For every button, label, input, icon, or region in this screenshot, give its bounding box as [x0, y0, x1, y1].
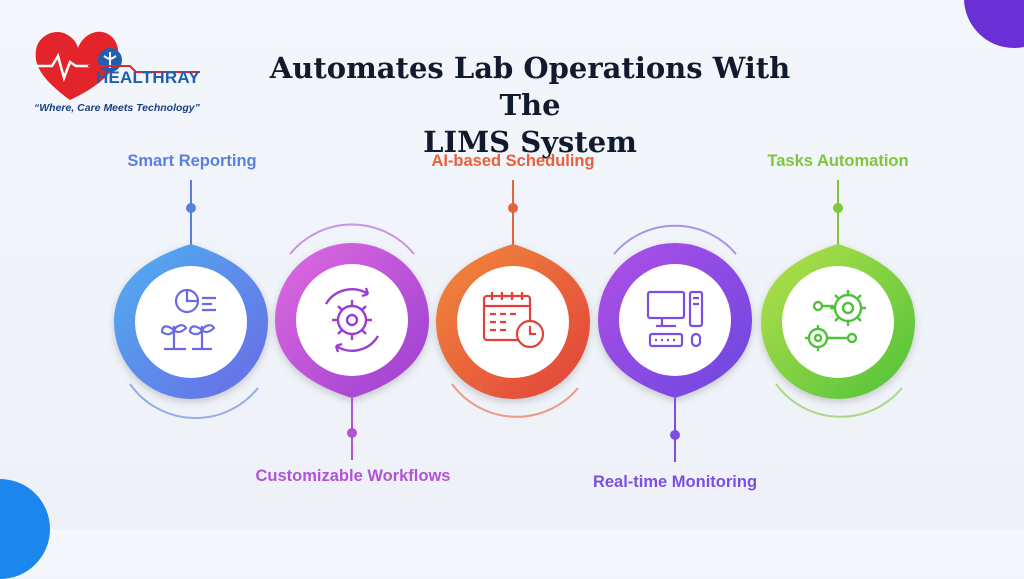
step-ai-scheduling	[436, 180, 590, 418]
plant-growth-chart-icon	[160, 288, 216, 351]
step-label-real-time-monitoring: Real-time Monitoring	[592, 473, 758, 491]
brand-tagline: “Where, Care Meets Technology”	[34, 102, 200, 114]
step-label-smart-reporting: Smart Reporting	[127, 152, 257, 170]
computer-monitor-icon	[646, 290, 704, 348]
title-line-2: LIMS System	[423, 125, 637, 159]
gear-cycle-icon	[324, 287, 380, 353]
step-real-time-monitoring	[598, 224, 753, 462]
step-label-tasks-automation: Tasks Automation	[767, 152, 909, 170]
brand-name: HEALTHRAY	[96, 68, 200, 87]
gears-icon	[805, 290, 866, 351]
step-label-customizable-workflows: Customizable Workflows	[255, 467, 451, 485]
process-diagram	[114, 180, 915, 462]
step-customizable-workflows	[275, 223, 429, 460]
step-label-ai-scheduling: AI-based Scheduling	[431, 152, 595, 170]
step-tasks-automation	[761, 180, 915, 418]
page-title: Automates Lab Operations With The LIMS S…	[250, 50, 810, 161]
step-smart-reporting	[114, 180, 268, 420]
title-line-1: Automates Lab Operations With The	[269, 51, 791, 122]
heart-logo-icon	[32, 31, 200, 100]
calendar-clock-icon	[482, 292, 545, 349]
healthray-logo: HEALTHRAY “Where, Care Meets Technology”	[30, 26, 200, 118]
